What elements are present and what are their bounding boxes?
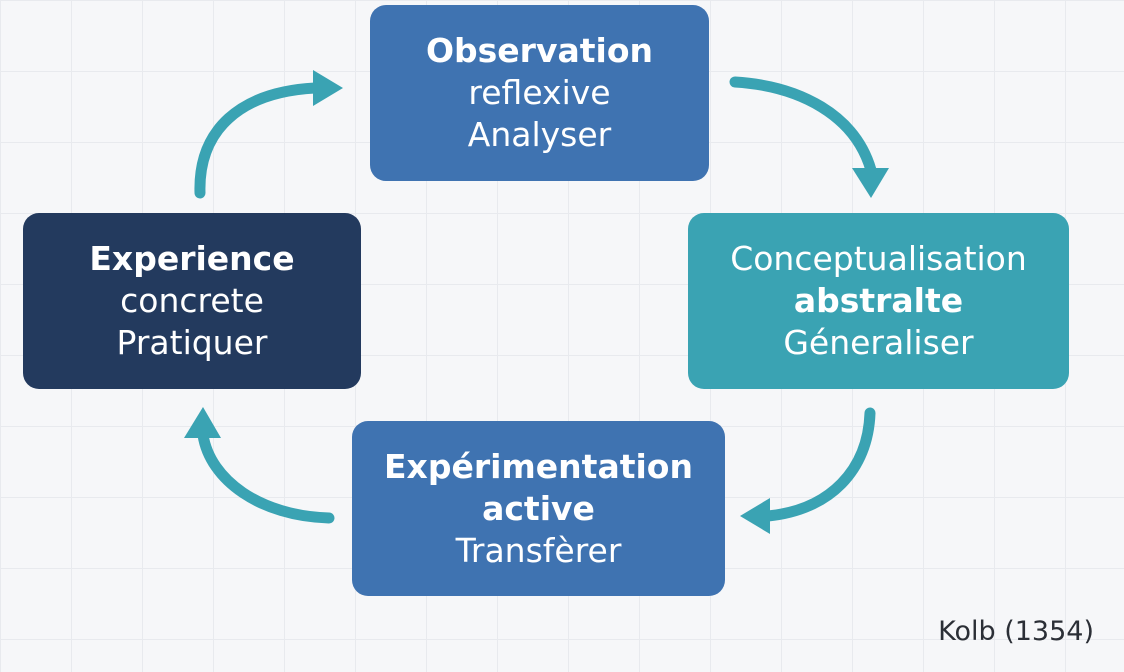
stage-experience-box: Experience concrete Pratiquer <box>23 213 361 389</box>
arrow-conceptualisation-to-experimentation <box>762 407 876 522</box>
stage-conceptualisation-box: Conceptualisation abstralte Géneraliser <box>688 213 1069 389</box>
source-caption: Kolb (1354) <box>938 616 1094 647</box>
stage-observation-action: Analyser <box>467 115 612 154</box>
arrow-observation-to-conceptualisation <box>729 76 877 176</box>
stage-experimentation-subtitle: active <box>482 488 595 528</box>
arrowhead-observation <box>313 70 343 106</box>
stage-experience-subtitle: concrete <box>120 281 264 320</box>
stage-observation-title: Observation <box>425 31 653 70</box>
stage-experience-action: Pratiquer <box>116 323 268 362</box>
stage-experimentation-action: Transfèrer <box>455 530 622 570</box>
stage-experimentation-box: Expérimentation active Transfèrer <box>352 421 725 596</box>
stage-experience-title: Experience <box>89 239 295 278</box>
stage-conceptualisation-subtitle: abstralte <box>793 281 964 320</box>
stage-conceptualisation-action: Géneraliser <box>783 323 974 362</box>
arrowhead-experimentation <box>740 498 770 534</box>
arrow-experimentation-to-experience <box>197 429 335 524</box>
stage-conceptualisation-title: Conceptualisation <box>730 239 1027 278</box>
stage-observation-subtitle: reflexive <box>468 73 611 112</box>
stage-observation-box: Observation reflexive Analyser <box>370 5 709 181</box>
stage-experimentation-title: Expérimentation <box>384 446 693 486</box>
arrowhead-conceptualisation <box>852 168 889 198</box>
arrowhead-experience <box>184 407 221 438</box>
arrow-experience-to-observation <box>194 82 321 199</box>
